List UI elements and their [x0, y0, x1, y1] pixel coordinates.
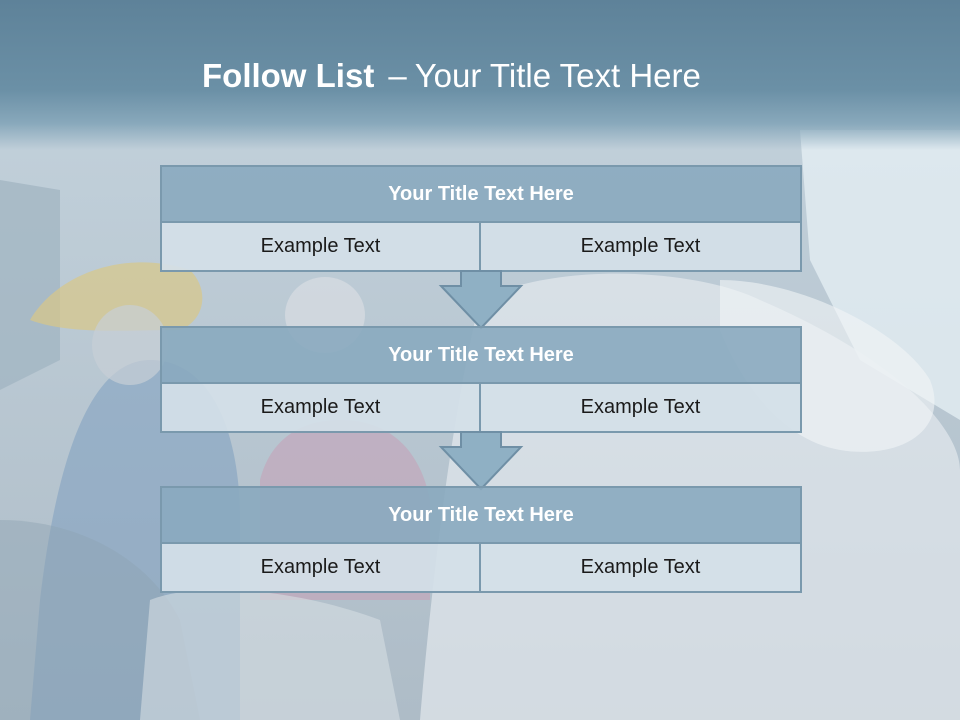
block-right-text: Example Text — [481, 544, 800, 591]
slide-title: Follow List–Your Title Text Here — [202, 54, 701, 98]
title-bold: Follow List — [202, 57, 375, 94]
list-block-1: Your Title Text Here Example Text Exampl… — [160, 165, 802, 272]
list-block-3: Your Title Text Here Example Text Exampl… — [160, 486, 802, 593]
list-block-2: Your Title Text Here Example Text Exampl… — [160, 326, 802, 433]
title-band — [0, 0, 960, 150]
block-right-text: Example Text — [481, 384, 800, 431]
block-title: Your Title Text Here — [162, 167, 800, 223]
block-left-text: Example Text — [162, 384, 481, 431]
block-title: Your Title Text Here — [162, 488, 800, 544]
title-rest: Your Title Text Here — [414, 57, 701, 94]
block-right-text: Example Text — [481, 223, 800, 270]
block-left-text: Example Text — [162, 223, 481, 270]
block-title: Your Title Text Here — [162, 328, 800, 384]
down-arrow-icon — [438, 431, 524, 491]
block-left-text: Example Text — [162, 544, 481, 591]
down-arrow-icon — [438, 270, 524, 330]
title-separator: – — [388, 57, 407, 94]
